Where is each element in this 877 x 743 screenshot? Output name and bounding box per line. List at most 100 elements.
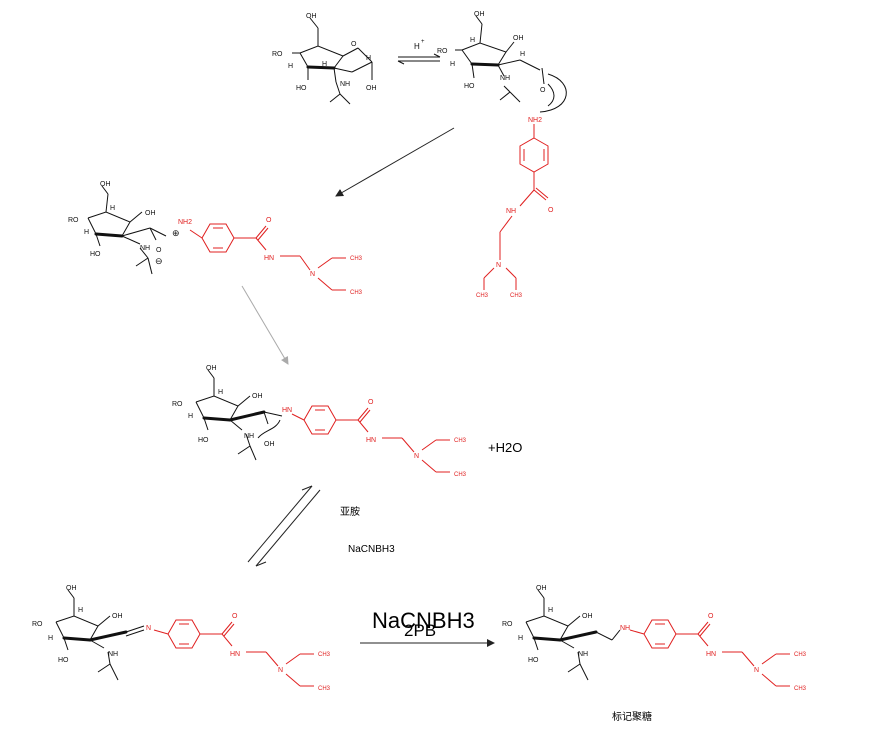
open-chain-glcnac: RO OH OH HO NH O H H H: [437, 11, 567, 113]
atom-oh: OH: [145, 210, 156, 217]
atom-nh: NH: [578, 651, 588, 658]
atom-h: H: [84, 229, 89, 236]
atom-oh: OH: [206, 365, 217, 372]
atom-h: H: [366, 55, 371, 62]
carbinolamine-intermediate: RO OH OH HO NH OH H H: [172, 365, 283, 461]
atom-nh2: NH2: [528, 117, 542, 124]
atom-nh: NH: [500, 75, 510, 82]
atom-ch3: CH3: [350, 256, 363, 262]
carbinolamine-reagent: HN O HN N CH3 CH3: [282, 399, 467, 478]
atom-ho: HO: [90, 251, 101, 258]
product-reagent: NH O HN N CH3 CH3: [620, 613, 807, 692]
atom-n: N: [496, 262, 501, 269]
atom-oh: OH: [264, 441, 275, 448]
atom-ro: RO: [272, 51, 283, 58]
atom-nh: NH: [140, 245, 150, 252]
atom-nh: NH: [108, 651, 118, 658]
arrow-to-dehydration: [241, 285, 289, 365]
atom-h: H: [78, 607, 83, 614]
acid-label: H: [414, 42, 420, 51]
atom-ro: RO: [172, 401, 183, 408]
cyclic-glcnac: RO OH HO O NH OH H H H: [272, 13, 377, 105]
atom-oh: OH: [366, 85, 377, 92]
atom-oh: OH: [306, 13, 317, 20]
reductant-big-label: NaCNBH3: [372, 608, 475, 633]
atom-oh: OH: [112, 613, 123, 620]
atom-ro: RO: [502, 621, 513, 628]
atom-ch3: CH3: [454, 472, 467, 478]
atom-ro: RO: [32, 621, 43, 628]
atom-o: O: [351, 41, 357, 48]
atom-o: O: [708, 613, 714, 620]
atom-ch3: CH3: [318, 652, 331, 658]
atom-ch3: CH3: [794, 686, 807, 692]
atom-oh: OH: [582, 613, 593, 620]
atom-h: H: [520, 51, 525, 58]
reagent-amine: NH2 O NH N CH3 CH3: [476, 117, 554, 299]
atom-hn: NH: [506, 208, 516, 215]
atom-hn: HN: [264, 255, 274, 262]
atom-ho: HO: [296, 85, 307, 92]
atom-n: N: [146, 625, 151, 632]
imine-intermediate: RO OH OH HO NH H H: [32, 585, 145, 681]
atom-n: N: [310, 271, 315, 278]
atom-h: H: [322, 61, 327, 68]
atom-o: O: [156, 247, 162, 254]
atom-ch3: CH3: [510, 293, 523, 299]
atom-ch3: CH3: [318, 686, 331, 692]
atom-nh: NH: [340, 81, 350, 88]
atom-o: O: [266, 217, 272, 224]
hemiaminal-reagent: NH2 O HN N CH3 CH3: [178, 217, 363, 296]
imine-reagent: N O HN N CH3 CH3: [146, 613, 331, 692]
atom-oh: OH: [474, 11, 485, 18]
atom-o: O: [368, 399, 374, 406]
arrow-to-adduct: [335, 127, 455, 197]
atom-h: H: [48, 635, 53, 642]
atom-hn: HN: [366, 437, 376, 444]
atom-oh: OH: [100, 181, 111, 188]
atom-h: H: [470, 37, 475, 44]
atom-ch3: CH3: [350, 290, 363, 296]
second-reagent-label: 2PB: [404, 621, 436, 640]
atom-ch3: CH3: [476, 293, 489, 299]
atom-hn: HN: [230, 651, 240, 658]
imine-label: 亚胺: [340, 505, 360, 518]
atom-h: H: [188, 413, 193, 420]
atom-ch3: CH3: [794, 652, 807, 658]
atom-ro: RO: [437, 48, 448, 55]
acid-superscript: +: [421, 39, 425, 45]
atom-o: O: [232, 613, 238, 620]
atom-n: N: [278, 667, 283, 674]
atom-ho: HO: [58, 657, 69, 664]
water-byproduct: +H2O: [488, 440, 522, 455]
atom-h: H: [548, 607, 553, 614]
hemiaminal-intermediate: RO OH OH HO NH O ⊖ ⊕ H H: [68, 181, 180, 275]
atom-n: N: [414, 453, 419, 460]
atom-hn: HN: [282, 407, 292, 414]
product-label: 标记聚糖: [612, 710, 652, 723]
atom-oh: OH: [536, 585, 547, 592]
atom-h: H: [518, 635, 523, 642]
atom-n: N: [754, 667, 759, 674]
atom-h: H: [450, 61, 455, 68]
charge-minus: ⊖: [155, 256, 163, 266]
atom-ho: HO: [528, 657, 539, 664]
atom-o: O: [540, 87, 546, 94]
atom-ho: HO: [198, 437, 209, 444]
atom-oh: OH: [513, 35, 524, 42]
atom-h: H: [288, 63, 293, 70]
atom-oh: OH: [252, 393, 263, 400]
atom-hn: HN: [706, 651, 716, 658]
atom-nh: NH: [620, 625, 630, 632]
atom-nh2: NH2: [178, 219, 192, 226]
atom-oh: OH: [66, 585, 77, 592]
atom-nh: NH: [244, 433, 254, 440]
atom-ho: HO: [464, 83, 475, 90]
atom-ro: RO: [68, 217, 79, 224]
atom-h: H: [110, 205, 115, 212]
atom-o: O: [548, 207, 554, 214]
labeled-product: RO OH OH HO NH H H: [502, 585, 621, 681]
atom-ch3: CH3: [454, 438, 467, 444]
atom-h: H: [218, 389, 223, 396]
